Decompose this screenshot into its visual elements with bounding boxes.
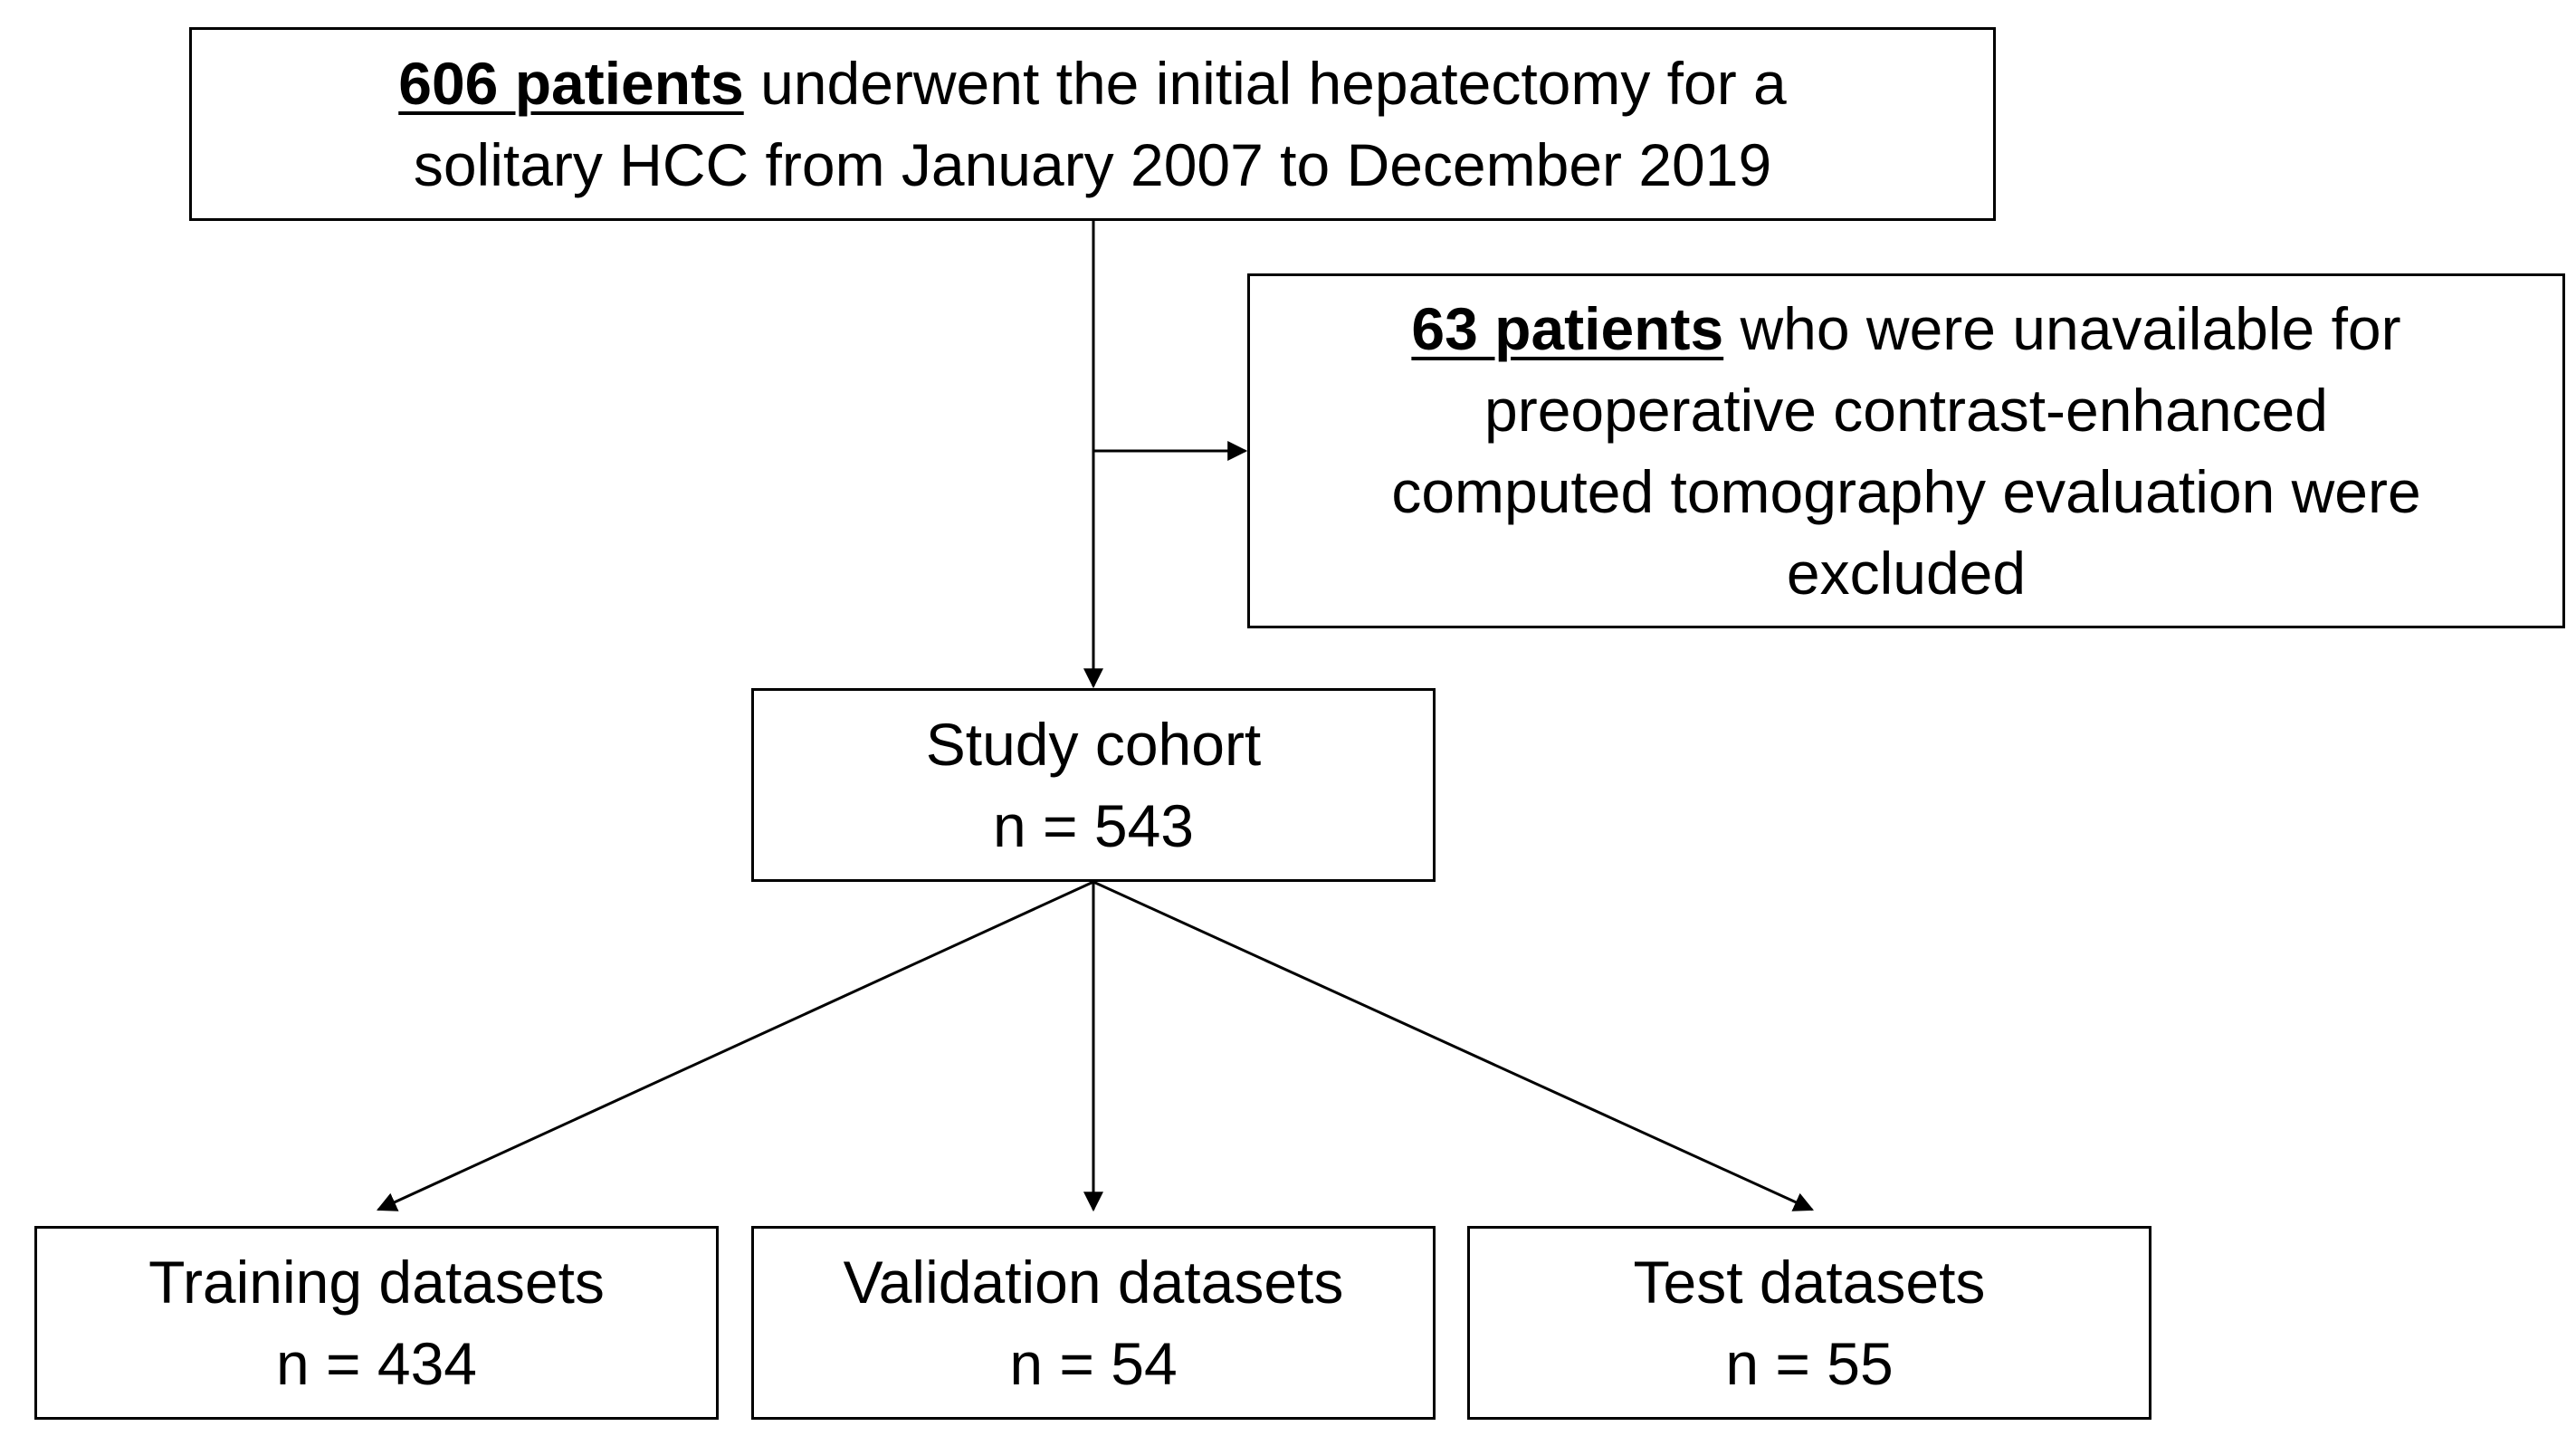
excluded-patients-line2: preoperative contrast-enhanced xyxy=(1484,377,2328,444)
study-cohort-label: Study cohort xyxy=(925,711,1262,778)
training-datasets-box: Training datasets n = 434 xyxy=(34,1226,719,1420)
total-patients-line1: 606 patients underwent the initial hepat… xyxy=(398,43,1787,124)
training-datasets-count: n = 434 xyxy=(275,1330,478,1397)
test-datasets-label: Test datasets xyxy=(1633,1249,1986,1316)
excluded-patients-line4: excluded xyxy=(1786,540,2027,607)
total-patients-line2: solitary HCC from January 2007 to Decemb… xyxy=(413,131,1772,198)
excluded-patients-count: 63 patients xyxy=(1411,295,1724,362)
excluded-patients-box: 63 patients who were unavailable for pre… xyxy=(1247,273,2565,628)
training-datasets-label: Training datasets xyxy=(148,1249,605,1316)
arrow-cohort-to-test xyxy=(1092,880,1815,1211)
study-cohort-box: Study cohort n = 543 xyxy=(751,688,1436,882)
total-patients-box: 606 patients underwent the initial hepat… xyxy=(189,27,1996,221)
arrow-cohort-to-training xyxy=(376,880,1094,1211)
total-patients-description: underwent the initial hepatectomy for a xyxy=(743,50,1787,117)
excluded-patients-line3: computed tomography evaluation were xyxy=(1391,458,2421,525)
excluded-patients-description: who were unavailable for xyxy=(1723,295,2401,362)
validation-datasets-count: n = 54 xyxy=(1009,1330,1178,1397)
test-datasets-box: Test datasets n = 55 xyxy=(1467,1226,2151,1420)
study-cohort-count: n = 543 xyxy=(992,792,1195,859)
validation-datasets-label: Validation datasets xyxy=(843,1249,1344,1316)
excluded-patients-line1: 63 patients who were unavailable for xyxy=(1411,288,2400,369)
validation-datasets-box: Validation datasets n = 54 xyxy=(751,1226,1436,1420)
total-patients-count: 606 patients xyxy=(398,50,744,117)
test-datasets-count: n = 55 xyxy=(1725,1330,1894,1397)
